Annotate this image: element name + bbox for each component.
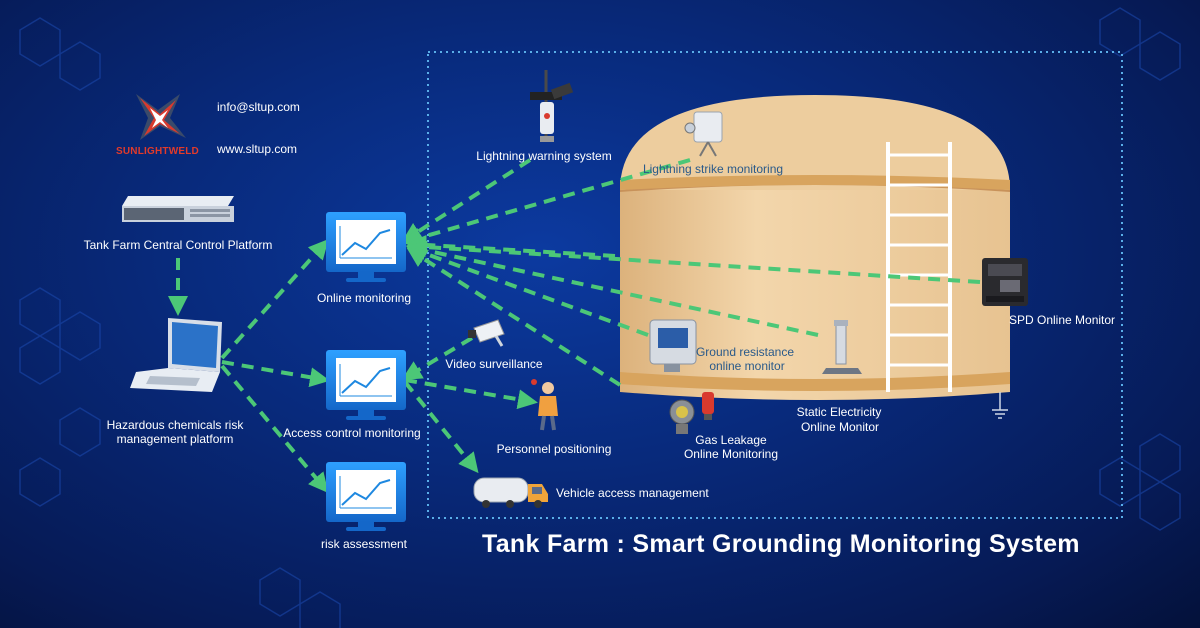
lightning-strike-label: Lightning strike monitoring bbox=[642, 162, 784, 176]
gas-leakage-label-1: Gas Leakage bbox=[695, 433, 767, 447]
risk-assessment-monitor-icon bbox=[326, 462, 406, 531]
video-surveillance-label: Video surveillance bbox=[445, 357, 543, 371]
access-control-monitor-icon bbox=[326, 350, 406, 420]
system-boundary-frame bbox=[427, 51, 1123, 519]
hazard-platform-label-2: management platform bbox=[116, 432, 234, 446]
static-electricity-device-icon bbox=[822, 320, 862, 374]
laptop-icon bbox=[130, 318, 222, 392]
diagram-title: Tank Farm : Smart Grounding Monitoring S… bbox=[482, 530, 1080, 558]
hexagon-pattern bbox=[19, 7, 1181, 628]
static-electricity-label-2: Online Monitor bbox=[800, 420, 880, 434]
ground-resistance-label-1: Ground resistance bbox=[695, 345, 795, 359]
static-electricity-label-1: Static Electricity bbox=[796, 405, 882, 419]
spd-monitor-label: SPD Online Monitor bbox=[1009, 313, 1116, 327]
ground-resistance-label-2: online monitor bbox=[709, 359, 785, 373]
online-monitoring-monitor-icon bbox=[326, 212, 406, 282]
brand-name: SUNLIGHTWELD bbox=[116, 146, 199, 157]
gas-leakage-detector-icon bbox=[669, 392, 714, 434]
lightning-strike-sensor-icon bbox=[684, 111, 723, 157]
worker-person-icon bbox=[531, 379, 558, 431]
email-link[interactable]: info@sltup.com bbox=[217, 100, 300, 114]
tanker-truck-icon bbox=[473, 477, 548, 508]
ground-symbol-icon bbox=[992, 392, 1008, 419]
lightning-warning-label: Lightning warning system bbox=[476, 149, 612, 163]
personnel-positioning-label: Personnel positioning bbox=[496, 442, 612, 456]
vehicle-access-label: Vehicle access management bbox=[556, 486, 709, 500]
data-flow-arrows bbox=[168, 158, 981, 494]
camera-icon bbox=[468, 319, 505, 347]
gas-leakage-label-2: Online Monitoring bbox=[683, 447, 779, 461]
access-control-label: Access control monitoring bbox=[283, 426, 421, 440]
central-control-label: Tank Farm Central Control Platform bbox=[83, 238, 273, 252]
risk-assessment-label: risk assessment bbox=[320, 537, 408, 551]
online-monitoring-label: Online monitoring bbox=[316, 291, 412, 305]
hazard-platform-label-1: Hazardous chemicals risk bbox=[106, 418, 244, 432]
sunlightweld-logo-icon bbox=[136, 94, 186, 140]
website-link[interactable]: www.sltup.com bbox=[217, 142, 298, 156]
lightning-warning-tower-icon bbox=[530, 70, 574, 142]
tank-ladder bbox=[886, 142, 952, 392]
ground-resistance-device-icon bbox=[649, 319, 697, 372]
spd-monitor-device-icon bbox=[982, 258, 1028, 306]
server-rack-icon bbox=[122, 196, 234, 222]
